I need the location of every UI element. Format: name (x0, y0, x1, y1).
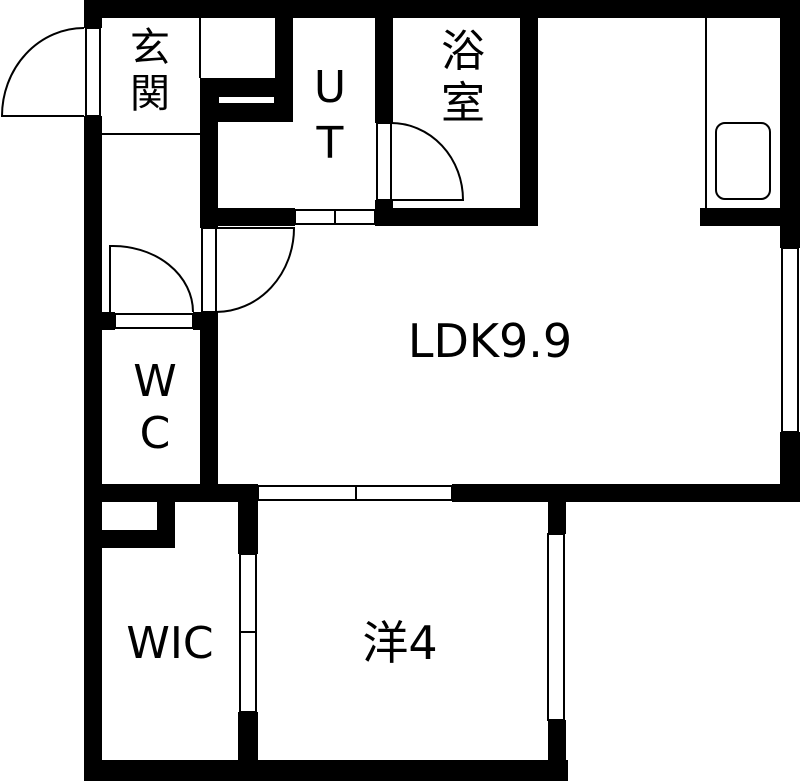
room-label-western: 洋4 (362, 616, 438, 670)
ut-char-1: U (313, 62, 347, 113)
closet-rail (217, 95, 276, 105)
interior-walls (84, 18, 800, 781)
wc-char-1: W (133, 356, 177, 407)
room-label-bath: 浴 室 (428, 30, 498, 126)
room-label-ldk: LDK9.9 (407, 314, 573, 368)
windows (547, 247, 799, 721)
swing-doors (0, 27, 465, 329)
ut-char-2: T (316, 118, 344, 169)
kitchen-sink-icon (715, 122, 771, 200)
bath-char-2: 室 (441, 78, 485, 129)
bath-char-1: 浴 (441, 26, 485, 77)
genkan-char-1: 玄 (130, 25, 170, 71)
room-label-genkan: 玄 関 (120, 28, 180, 114)
room-label-wc: W C (120, 360, 190, 456)
genkan-char-2: 関 (130, 71, 170, 117)
room-label-ut: U T (305, 66, 355, 166)
sliding-doors (239, 209, 453, 713)
room-label-wic: WIC (126, 618, 214, 669)
partition-lines (102, 18, 707, 208)
wc-char-2: C (139, 408, 171, 459)
